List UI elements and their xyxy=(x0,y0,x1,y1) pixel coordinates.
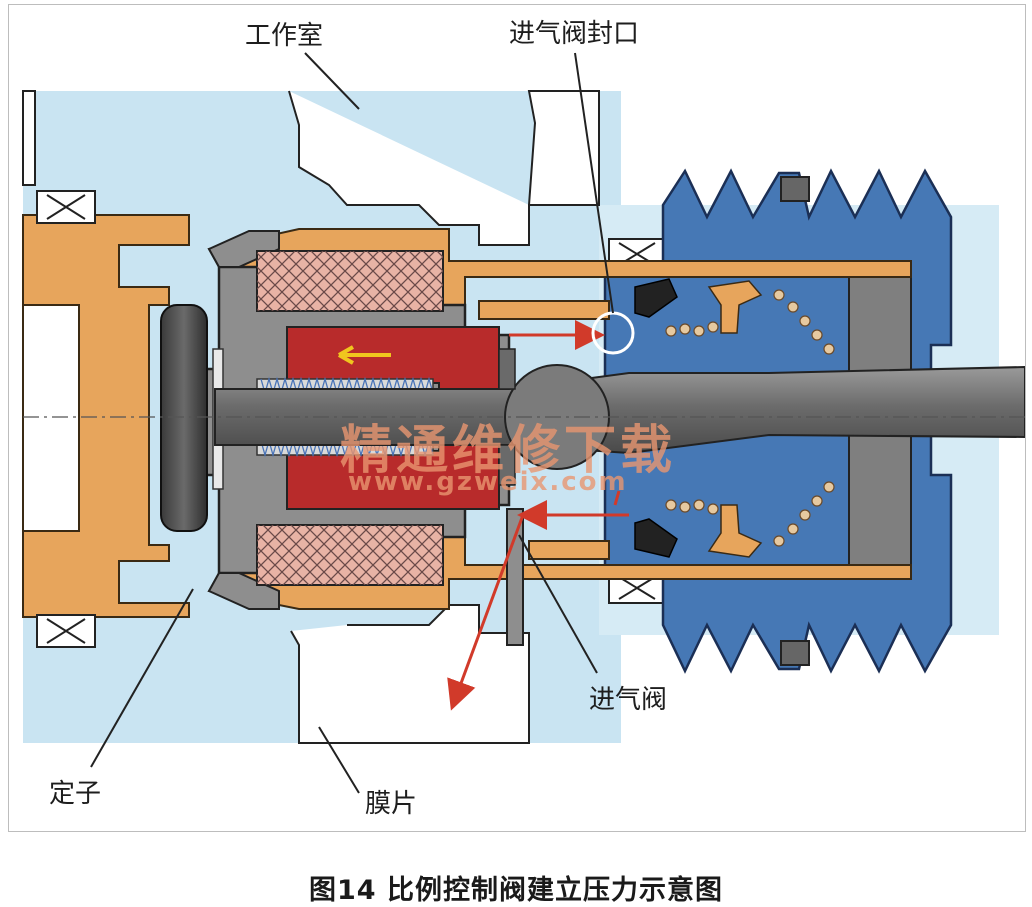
figure-frame: 工作室 进气阀封口 进气阀 定子 膜片 xyxy=(8,4,1026,832)
label-working-chamber: 工作室 xyxy=(245,21,324,51)
orange-hub xyxy=(22,214,190,618)
valve-cross-section-diagram xyxy=(22,52,1025,794)
label-diaphragm: 膜片 xyxy=(365,789,418,819)
bearing-top xyxy=(36,190,96,224)
watermark-url: www.gzweix.com xyxy=(348,467,628,497)
label-stator: 定子 xyxy=(49,779,102,809)
figure-caption: 图14 比例控制阀建立压力示意图 xyxy=(309,875,723,906)
watermark-title: 精通维修下载 xyxy=(340,421,677,481)
coil-bottom xyxy=(256,524,444,586)
bearing-bottom xyxy=(36,614,96,648)
leader-lines xyxy=(90,52,614,794)
armature-direction-arrow xyxy=(338,345,391,365)
air-flow-arrows xyxy=(447,320,629,711)
armature xyxy=(286,326,500,510)
inlet-valve-plate xyxy=(506,508,524,646)
coil-top xyxy=(256,250,444,312)
label-inlet-valve: 进气阀 xyxy=(589,685,668,715)
valve-internals xyxy=(634,278,835,558)
label-inlet-valve-seal: 进气阀封口 xyxy=(509,19,640,49)
